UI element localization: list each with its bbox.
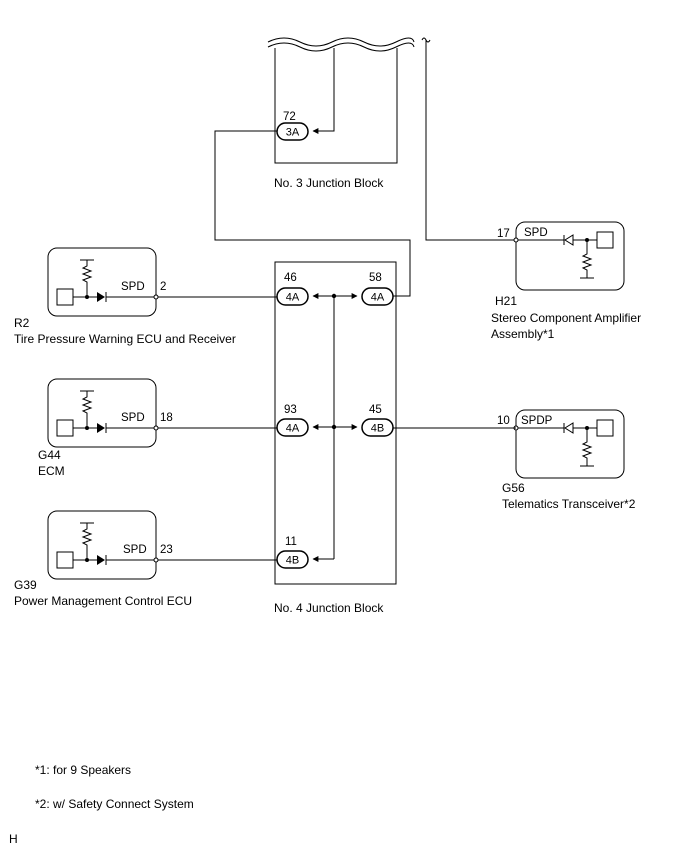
g56-code: G56: [502, 481, 525, 495]
g39-name: Power Management Control ECU: [14, 594, 192, 608]
h21-diode-icon: [563, 234, 574, 246]
g44-square-symbol: [56, 419, 74, 437]
g39-node-dot: [85, 558, 89, 562]
r2-pin: 2: [160, 281, 166, 293]
wire-h21-break: [421, 37, 431, 43]
jb3-connector-3a-label: 3A: [286, 127, 300, 139]
g44-terminal-dot: [153, 425, 159, 431]
jb4-label: No. 4 Junction Block: [274, 601, 384, 615]
h21-code: H21: [495, 294, 517, 308]
junction-block-3: 72 3A No. 3 Junction Block: [267, 37, 415, 190]
g56-pin: 10: [497, 415, 510, 427]
r2-square-symbol: [56, 288, 74, 306]
g44-terminal-label: SPD: [121, 412, 145, 424]
h21-box: [515, 221, 625, 291]
jb4-junction-dot-mid: [331, 424, 337, 430]
component-h21: 17 SPD H21 Stereo Component Amplifier As…: [491, 221, 641, 341]
jb4-connector-11-label: 4B: [286, 555, 299, 567]
jb3-break-line-bottom: [267, 42, 415, 52]
g39-diode-bar: [105, 555, 156, 565]
jb3-internal-wire: [312, 48, 335, 134]
jb4-connector-58-label: 4A: [371, 292, 385, 304]
h21-square-symbol: [596, 231, 614, 249]
r2-code: R2: [14, 316, 30, 330]
r2-diode-icon: [97, 292, 105, 302]
g39-pin: 23: [160, 544, 173, 556]
r2-diode-bar: [105, 292, 156, 302]
g44-pin: 18: [160, 412, 173, 424]
g56-square-symbol: [596, 419, 614, 437]
junction-block-4: 46 4A 58 4A 93 4A 45 4B 11 4B No. 4 Junc…: [274, 261, 397, 615]
jb4-junction-dot-top: [331, 293, 337, 299]
jb4-connector-45-label: 4B: [371, 423, 384, 435]
r2-box: [47, 247, 157, 317]
jb3-pin-72: 72: [283, 111, 296, 123]
component-g39: SPD 23 G39 Power Management Control ECU: [14, 510, 192, 608]
note-1: *1: for 9 Speakers: [35, 763, 131, 777]
r2-name: Tire Pressure Warning ECU and Receiver: [14, 332, 236, 346]
r2-node-dot: [85, 295, 89, 299]
r2-terminal-dot: [153, 294, 159, 300]
g44-node-dot: [85, 426, 89, 430]
wire-3a-to-4a58: [214, 130, 411, 297]
r2-terminal-label: SPD: [121, 281, 145, 293]
jb3-outline: [274, 48, 398, 164]
jb4-connector-58: [361, 287, 394, 306]
h21-terminal-dot: [513, 237, 519, 243]
g56-terminal-label: SPDP: [521, 415, 553, 427]
g44-diode-bar: [105, 423, 156, 433]
jb4-pin-58: 58: [369, 272, 382, 284]
h21-terminal-label: SPD: [524, 227, 548, 239]
jb4-pin-46: 46: [284, 272, 297, 284]
g39-terminal-label: SPD: [123, 544, 147, 556]
jb4-pin-93: 93: [284, 404, 297, 416]
component-r2: SPD 2 R2 Tire Pressure Warning ECU and R…: [14, 247, 236, 346]
g44-code: G44: [38, 448, 61, 462]
wire-h21: [425, 40, 516, 241]
g56-diode-icon: [563, 422, 574, 434]
g44-resistor-icon: [80, 390, 94, 428]
jb3-break-line-top: [267, 37, 415, 47]
note-2: *2: w/ Safety Connect System: [35, 797, 194, 811]
jb4-pin-11: 11: [285, 536, 297, 548]
g39-terminal-dot: [153, 557, 159, 563]
jb4-connector-46-label: 4A: [286, 292, 300, 304]
component-g44: SPD 18 G44 ECM: [38, 378, 173, 478]
r2-resistor-icon: [80, 259, 94, 297]
g39-code: G39: [14, 578, 37, 592]
component-g56: 10 SPDP G56 Telematics Transceiver*2: [497, 409, 636, 511]
g39-square-symbol: [56, 551, 74, 569]
g39-box: [47, 510, 157, 580]
g56-resistor-icon: [580, 428, 594, 467]
g39-diode-icon: [97, 555, 105, 565]
g56-name: Telematics Transceiver*2: [502, 497, 636, 511]
g44-diode-icon: [97, 423, 105, 433]
h21-resistor-icon: [580, 240, 594, 279]
jb3-label: No. 3 Junction Block: [274, 176, 384, 190]
g44-name: ECM: [38, 464, 65, 478]
corner-mark: H: [9, 832, 18, 846]
jb4-connector-93-label: 4A: [286, 423, 300, 435]
g44-box: [47, 378, 157, 448]
h21-name-line1: Stereo Component Amplifier: [491, 311, 641, 325]
h21-pin: 17: [497, 228, 510, 240]
g56-box: [515, 409, 625, 479]
jb4-pin-45: 45: [369, 404, 382, 416]
g39-resistor-icon: [80, 522, 94, 560]
h21-name-line2: Assembly*1: [491, 327, 555, 341]
jb4-outline: [274, 261, 397, 585]
